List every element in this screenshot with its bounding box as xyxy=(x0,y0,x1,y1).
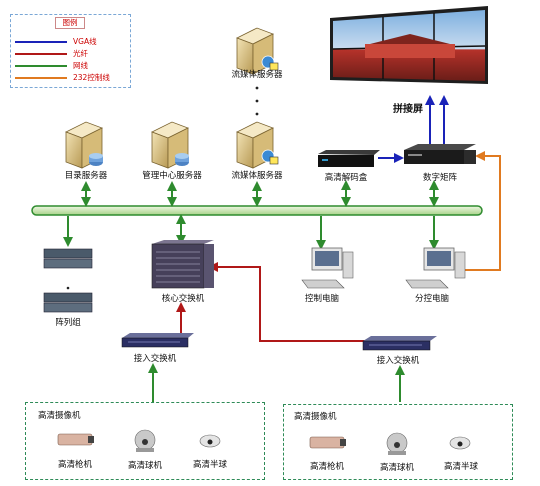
link-fiber-right xyxy=(208,262,395,342)
legend-swatch-fiber xyxy=(15,53,67,55)
digital-matrix-icon xyxy=(404,144,476,164)
management-server-icon xyxy=(151,121,189,169)
network-bus xyxy=(31,205,483,216)
directory-server-label: 目录服务器 xyxy=(64,171,108,181)
dome-camera-right-icon xyxy=(386,432,408,455)
media-server-bottom-icon xyxy=(236,121,279,169)
media-server-ellipsis xyxy=(255,86,259,116)
dome-camera-left-icon xyxy=(134,429,156,452)
access-switch-left-icon xyxy=(121,333,194,348)
camera-group-right-gun-label: 高清枪机 xyxy=(309,462,345,472)
video-wall-label: 拼接屏 xyxy=(393,104,423,115)
core-switch-label: 核心交换机 xyxy=(161,294,205,304)
core-switch-icon xyxy=(151,240,214,289)
gun-camera-left-icon xyxy=(57,433,94,446)
array-group-icon xyxy=(43,248,93,313)
camera-group-left xyxy=(25,402,265,480)
access-switch-left-label: 接入交换机 xyxy=(133,354,177,364)
hemi-camera-right-icon xyxy=(449,436,471,450)
legend-label-vga: VGA线 xyxy=(73,37,97,46)
hd-decoder-label: 高清解码盒 xyxy=(324,173,368,183)
legend-swatch-vga xyxy=(15,41,67,43)
camera-group-left-hemi-label: 高清半球 xyxy=(192,460,228,470)
gun-camera-right-icon xyxy=(309,436,346,449)
media-server-bottom-label: 流媒体服务器 xyxy=(231,171,283,181)
legend-item-232: 232控制线 xyxy=(15,73,127,83)
camera-group-left-title: 高清摄像机 xyxy=(38,411,81,421)
array-ellipsis xyxy=(66,286,70,290)
legend-item-vga: VGA线 xyxy=(15,37,127,47)
legend-label-fiber: 光纤 xyxy=(73,49,88,58)
camera-group-right-hemi-label: 高清半球 xyxy=(443,462,479,472)
video-wall-icon xyxy=(330,6,488,84)
access-switch-right-label: 接入交换机 xyxy=(376,356,420,366)
camera-group-left-gun-label: 高清枪机 xyxy=(57,460,93,470)
legend-item-fiber: 光纤 xyxy=(15,49,127,59)
camera-group-right-dome-label: 高清球机 xyxy=(379,463,415,473)
legend: 图例 VGA线 光纤 网线 232控制线 xyxy=(10,14,131,88)
link-232-control xyxy=(460,151,501,271)
legend-label-network: 网线 xyxy=(73,61,88,70)
management-server-label: 管理中心服务器 xyxy=(142,171,202,181)
camera-group-left-dome-label: 高清球机 xyxy=(127,461,163,471)
hd-decoder-icon xyxy=(318,150,380,167)
access-switch-right-icon xyxy=(362,336,437,351)
digital-matrix-label: 数字矩阵 xyxy=(422,173,458,183)
legend-title: 图例 xyxy=(55,17,85,29)
camera-group-right-title: 高清摄像机 xyxy=(294,412,337,422)
control-pc-icon xyxy=(301,247,354,289)
control-pc-label: 控制电脑 xyxy=(304,294,340,304)
legend-item-network: 网线 xyxy=(15,61,127,71)
legend-label-232: 232控制线 xyxy=(73,73,110,82)
legend-swatch-network xyxy=(15,65,67,67)
camera-group-right xyxy=(283,404,513,480)
sub-control-pc-label: 分控电脑 xyxy=(414,294,450,304)
array-group-label: 阵列组 xyxy=(55,318,81,328)
sub-control-pc-icon xyxy=(405,247,466,289)
media-server-top-label: 流媒体服务器 xyxy=(231,70,283,80)
legend-swatch-232 xyxy=(15,77,67,79)
directory-server-icon xyxy=(65,121,103,169)
media-server-top-icon xyxy=(236,27,279,75)
hemi-camera-left-icon xyxy=(199,434,221,448)
